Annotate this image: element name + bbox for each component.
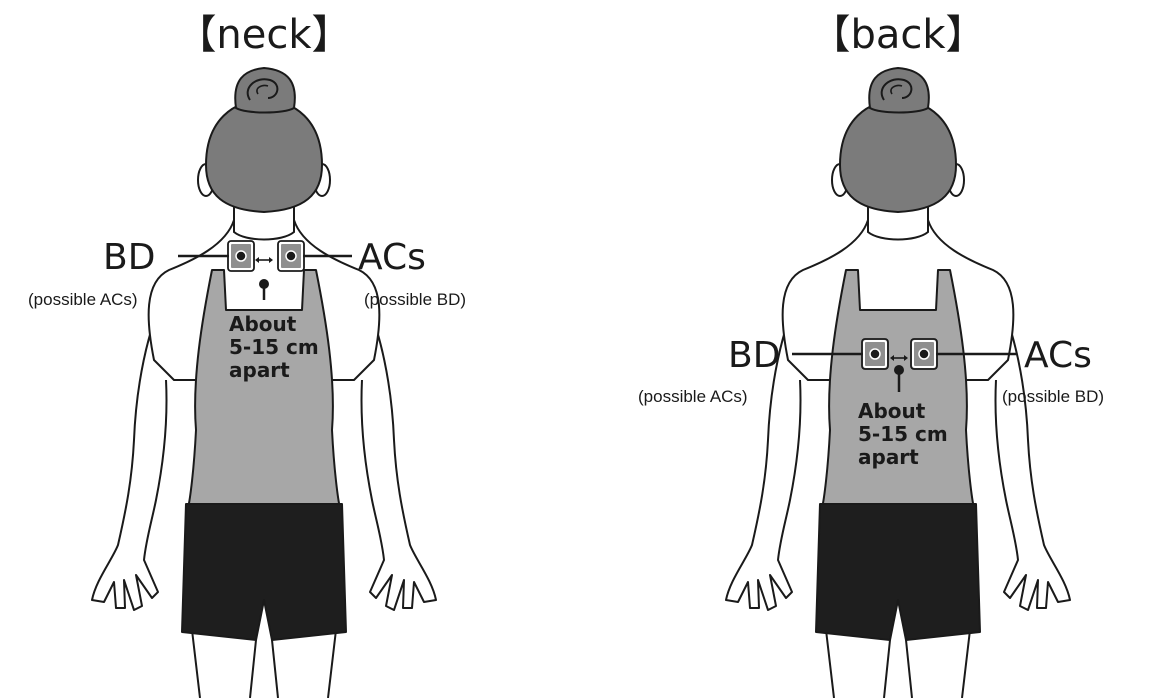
right-electrode-sublabel: (possible BD) bbox=[1002, 387, 1104, 406]
left-electrode-label: BD bbox=[103, 237, 155, 278]
left-electrode-label: BD bbox=[728, 335, 780, 376]
panel-back: 【back】 BD (possible ACs) ACs (possible B… bbox=[638, 12, 1104, 698]
figure-neck bbox=[92, 68, 436, 698]
distance-note-line-1: About bbox=[229, 312, 297, 336]
left-electrode-sublabel: (possible ACs) bbox=[28, 290, 138, 309]
distance-note-line-1: About bbox=[858, 399, 926, 423]
distance-note-line-3: apart bbox=[229, 358, 290, 382]
panel-title: 【neck】 bbox=[176, 12, 351, 58]
note-pointer-dot bbox=[259, 279, 269, 289]
panel-title: 【back】 bbox=[810, 12, 985, 58]
electrode-acs-pad bbox=[911, 339, 937, 369]
electrode-bd-pad bbox=[228, 241, 254, 271]
note-pointer-dot bbox=[894, 365, 904, 375]
panel-neck: 【neck】 BD (possible ACs) ACs (possible B… bbox=[28, 12, 466, 698]
left-electrode-sublabel: (possible ACs) bbox=[638, 387, 748, 406]
distance-note-line-3: apart bbox=[858, 445, 919, 469]
electrode-bd-pad bbox=[862, 339, 888, 369]
right-electrode-label: ACs bbox=[358, 237, 426, 278]
distance-note-line-2: 5-15 cm bbox=[858, 422, 948, 446]
right-electrode-label: ACs bbox=[1024, 335, 1092, 376]
right-electrode-sublabel: (possible BD) bbox=[364, 290, 466, 309]
distance-note-line-2: 5-15 cm bbox=[229, 335, 319, 359]
electrode-acs-pad bbox=[278, 241, 304, 271]
